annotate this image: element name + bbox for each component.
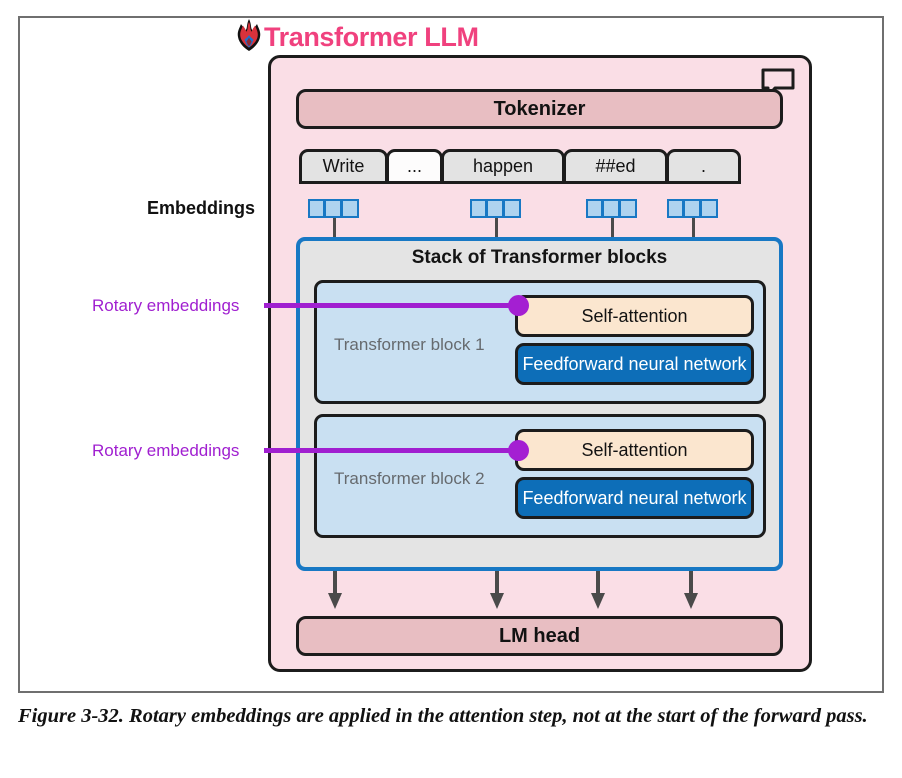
rotary-connector-line [264, 303, 519, 308]
embedding-cell [586, 199, 603, 218]
token-label: . [700, 156, 706, 176]
rotary-connector-dot [508, 295, 529, 316]
embedding-cell [620, 199, 637, 218]
feedforward-label-2: Feedforward neural network [522, 487, 747, 508]
embedding-connector [692, 218, 695, 238]
flame-icon [236, 18, 262, 57]
output-arrow [590, 571, 606, 613]
token-label: Write [322, 156, 365, 176]
transformer-block-1: Transformer block 1 Self-attention Feedf… [314, 280, 766, 404]
embedding-cell [308, 199, 325, 218]
token-chip: happen [441, 149, 565, 184]
embeddings-label: Embeddings [146, 198, 255, 218]
embedding-group [308, 199, 359, 218]
token-chip: Write [299, 149, 388, 184]
stack-title: Stack of Transformer blocks [411, 247, 668, 268]
self-attention-box-2: Self-attention [515, 429, 754, 471]
brand-title: Transformer LLM [264, 21, 479, 52]
figure-caption: Figure 3-32. Rotary embeddings are appli… [18, 705, 868, 727]
embedding-cell [684, 199, 701, 218]
embedding-group [470, 199, 521, 218]
embedding-group [586, 199, 637, 218]
embedding-cell [342, 199, 359, 218]
token-chip: . [666, 149, 741, 184]
transformer-block-2-label: Transformer block 2 [334, 469, 485, 488]
token-label: ... [406, 156, 422, 176]
embedding-cell [701, 199, 718, 218]
lm-head-box: LM head [296, 616, 783, 656]
lm-head-label: LM head [498, 624, 581, 647]
stack-of-transformer-blocks: Stack of Transformer blocks Transformer … [296, 237, 783, 571]
feedforward-label-1: Feedforward neural network [522, 353, 747, 374]
embedding-connector [333, 218, 336, 238]
page-divider-rule [18, 691, 884, 693]
token-chip: ... [386, 149, 443, 184]
embedding-connector [611, 218, 614, 238]
tokenizer-box: Tokenizer [296, 89, 783, 129]
page-frame [18, 16, 884, 691]
rotary-embeddings-label: Rotary embeddings [92, 441, 240, 460]
rotary-connector-dot [508, 440, 529, 461]
token-chip: ##ed [563, 149, 668, 184]
token-label: ##ed [595, 156, 636, 176]
self-attention-label-1: Self-attention [581, 305, 688, 326]
transformer-block-2: Transformer block 2 Self-attention Feedf… [314, 414, 766, 538]
self-attention-box-1: Self-attention [515, 295, 754, 337]
brand-header: Transformer LLM [236, 18, 479, 57]
token-label: happen [472, 156, 534, 176]
rotary-embeddings-label: Rotary embeddings [92, 296, 240, 315]
self-attention-label-2: Self-attention [581, 439, 688, 460]
embedding-cell [470, 199, 487, 218]
transformer-block-1-label: Transformer block 1 [334, 335, 485, 354]
output-arrow [489, 571, 505, 613]
embedding-connector [495, 218, 498, 238]
embedding-cell [603, 199, 620, 218]
output-arrow [683, 571, 699, 613]
tokenizer-label: Tokenizer [493, 97, 586, 120]
embedding-cell [504, 199, 521, 218]
output-arrow [327, 571, 343, 613]
embedding-cell [667, 199, 684, 218]
embedding-group [667, 199, 718, 218]
embedding-cell [487, 199, 504, 218]
embedding-cell [325, 199, 342, 218]
feedforward-box-2: Feedforward neural network [515, 477, 754, 519]
rotary-connector-line [264, 448, 519, 453]
feedforward-box-1: Feedforward neural network [515, 343, 754, 385]
